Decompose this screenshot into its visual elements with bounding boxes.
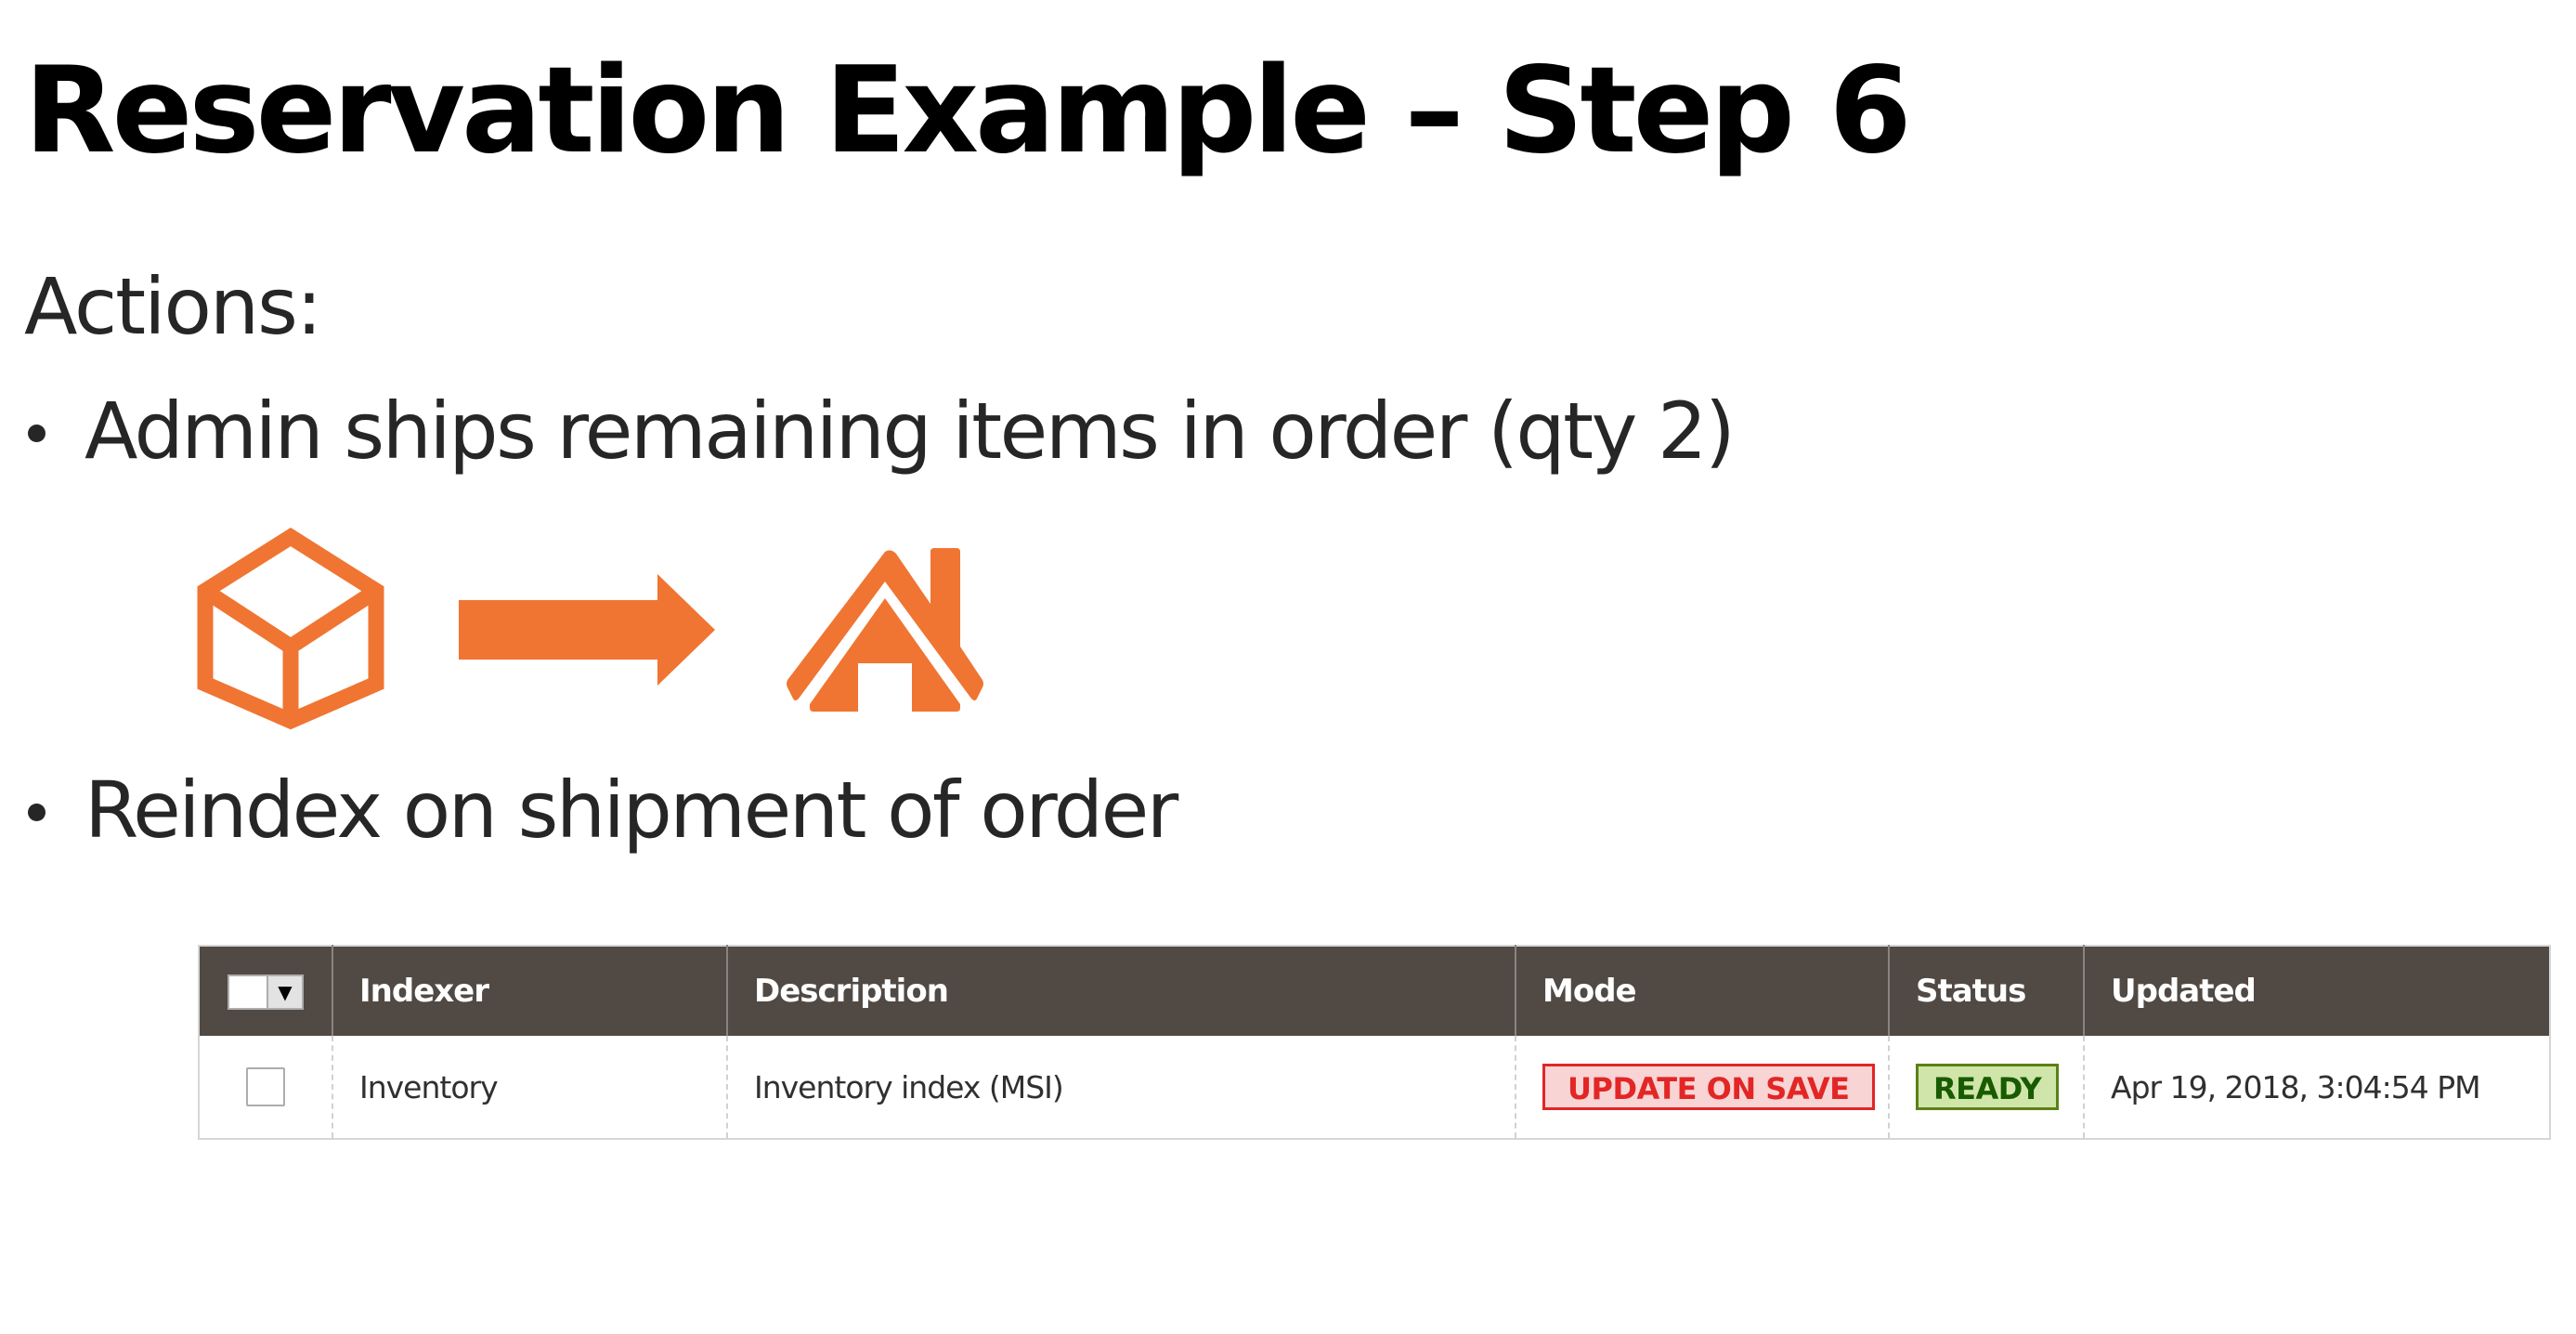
table-row: Inventory Inventory index (MSI) UPDATE O… bbox=[199, 1036, 2550, 1139]
bullet-dot-icon bbox=[28, 803, 46, 821]
updated-cell: Apr 19, 2018, 3:04:54 PM bbox=[2083, 1036, 2550, 1139]
mode-cell: UPDATE ON SAVE bbox=[1515, 1036, 1890, 1139]
row-select-cell bbox=[199, 1036, 333, 1139]
chevron-down-icon[interactable]: ▼ bbox=[267, 976, 302, 1009]
column-header-indexer[interactable]: Indexer bbox=[332, 946, 728, 1036]
bullet-dot-icon bbox=[28, 424, 46, 442]
row-checkbox[interactable] bbox=[246, 1067, 285, 1107]
indexer-grid: ▼ Indexer Description Mode Status Update… bbox=[198, 945, 2551, 1140]
actions-label: Actions: bbox=[24, 261, 322, 352]
bullet-item-reindex: Reindex on shipment of order bbox=[24, 764, 1178, 857]
grid-header-row: ▼ Indexer Description Mode Status Update… bbox=[199, 946, 2550, 1036]
right-arrow-icon bbox=[459, 574, 715, 686]
status-badge: READY bbox=[1916, 1064, 2060, 1110]
column-header-select: ▼ bbox=[199, 946, 333, 1036]
bullet-item-ship: Admin ships remaining items in order (qt… bbox=[24, 385, 1736, 478]
bullet-text: Admin ships remaining items in order (qt… bbox=[85, 386, 1736, 477]
bullet-text: Reindex on shipment of order bbox=[85, 765, 1178, 856]
package-box-icon bbox=[197, 528, 384, 730]
indexer-cell: Inventory bbox=[332, 1036, 728, 1139]
column-header-status[interactable]: Status bbox=[1888, 946, 2085, 1036]
house-icon bbox=[787, 548, 983, 712]
description-cell: Inventory index (MSI) bbox=[726, 1036, 1516, 1139]
column-header-description[interactable]: Description bbox=[726, 946, 1516, 1036]
slide-title: Reservation Example – Step 6 bbox=[24, 42, 1912, 180]
mode-badge: UPDATE ON SAVE bbox=[1542, 1064, 1875, 1110]
mass-select-dropdown[interactable]: ▼ bbox=[228, 974, 304, 1011]
column-header-mode[interactable]: Mode bbox=[1515, 946, 1890, 1036]
status-cell: READY bbox=[1888, 1036, 2085, 1139]
mass-select-checkbox[interactable] bbox=[229, 976, 267, 1009]
column-header-updated[interactable]: Updated bbox=[2083, 946, 2550, 1036]
